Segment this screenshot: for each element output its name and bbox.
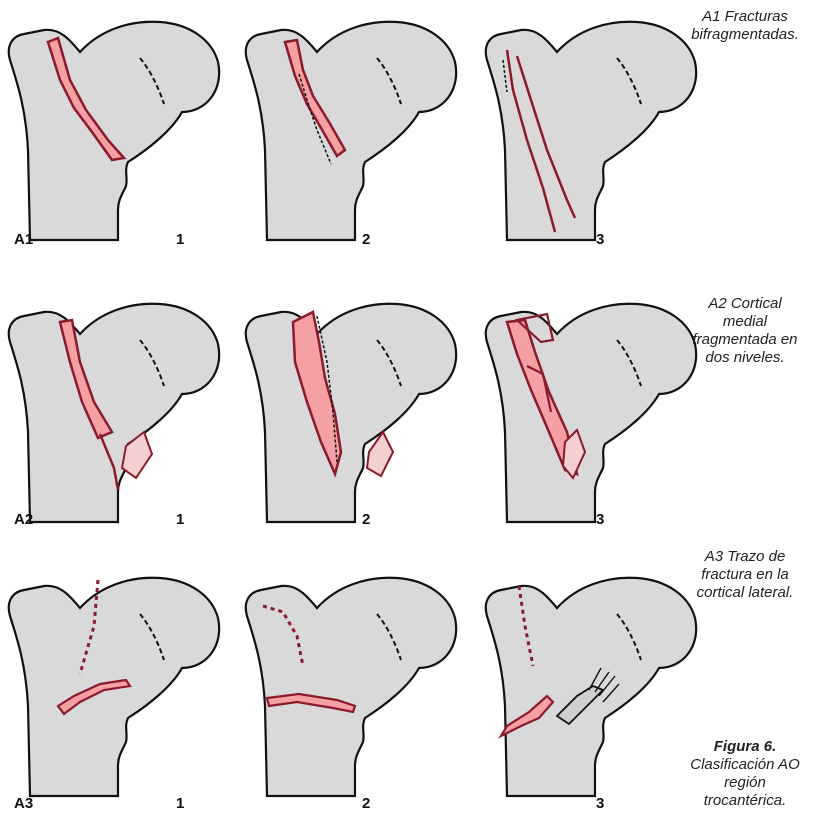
caption-a1-line: bifragmentadas. <box>660 26 830 44</box>
caption-a3-line: cortical lateral. <box>660 584 830 602</box>
number-a1-2: 2 <box>362 231 370 248</box>
figure-caption-line: trocantérica. <box>660 792 830 810</box>
femur-a2-2 <box>246 304 456 522</box>
number-a2-1: 1 <box>176 511 184 528</box>
number-a3-3: 3 <box>596 795 604 812</box>
figure-caption-title: Figura 6. <box>660 738 830 756</box>
number-a2-3: 3 <box>596 511 604 528</box>
caption-a2-line: dos niveles. <box>660 349 830 367</box>
number-a1-1: 1 <box>176 231 184 248</box>
femur-a1-2 <box>246 22 456 240</box>
caption-a3: A3 Trazo de fractura en la cortical late… <box>660 548 830 602</box>
figure-caption: Figura 6. Clasificación AO región trocan… <box>660 738 830 810</box>
figure-caption-line: región <box>660 774 830 792</box>
row-label-a2: A2 <box>14 511 33 528</box>
number-a3-1: 1 <box>176 795 184 812</box>
caption-a2-line: fragmentada en <box>660 331 830 349</box>
femur-a3-2 <box>246 578 456 796</box>
number-a3-2: 2 <box>362 795 370 812</box>
caption-a3-line: fractura en la <box>660 566 830 584</box>
caption-a1-line: A1 Fracturas <box>660 8 830 26</box>
figure-caption-line: Clasificación AO <box>660 756 830 774</box>
caption-a3-line: A3 Trazo de <box>660 548 830 566</box>
caption-a2-line: medial <box>660 313 830 331</box>
number-a2-2: 2 <box>362 511 370 528</box>
femur-a2-1 <box>9 304 219 522</box>
femur-a1-1 <box>9 22 219 240</box>
row-label-a3: A3 <box>14 795 33 812</box>
row-label-a1: A1 <box>14 231 33 248</box>
femur-a1-3 <box>486 22 696 240</box>
caption-a2-line: A2 Cortical <box>660 295 830 313</box>
number-a1-3: 3 <box>596 231 604 248</box>
femur-a3-1 <box>9 578 219 796</box>
caption-a1: A1 Fracturas bifragmentadas. <box>660 8 830 44</box>
caption-a2: A2 Cortical medial fragmentada en dos ni… <box>660 295 830 367</box>
